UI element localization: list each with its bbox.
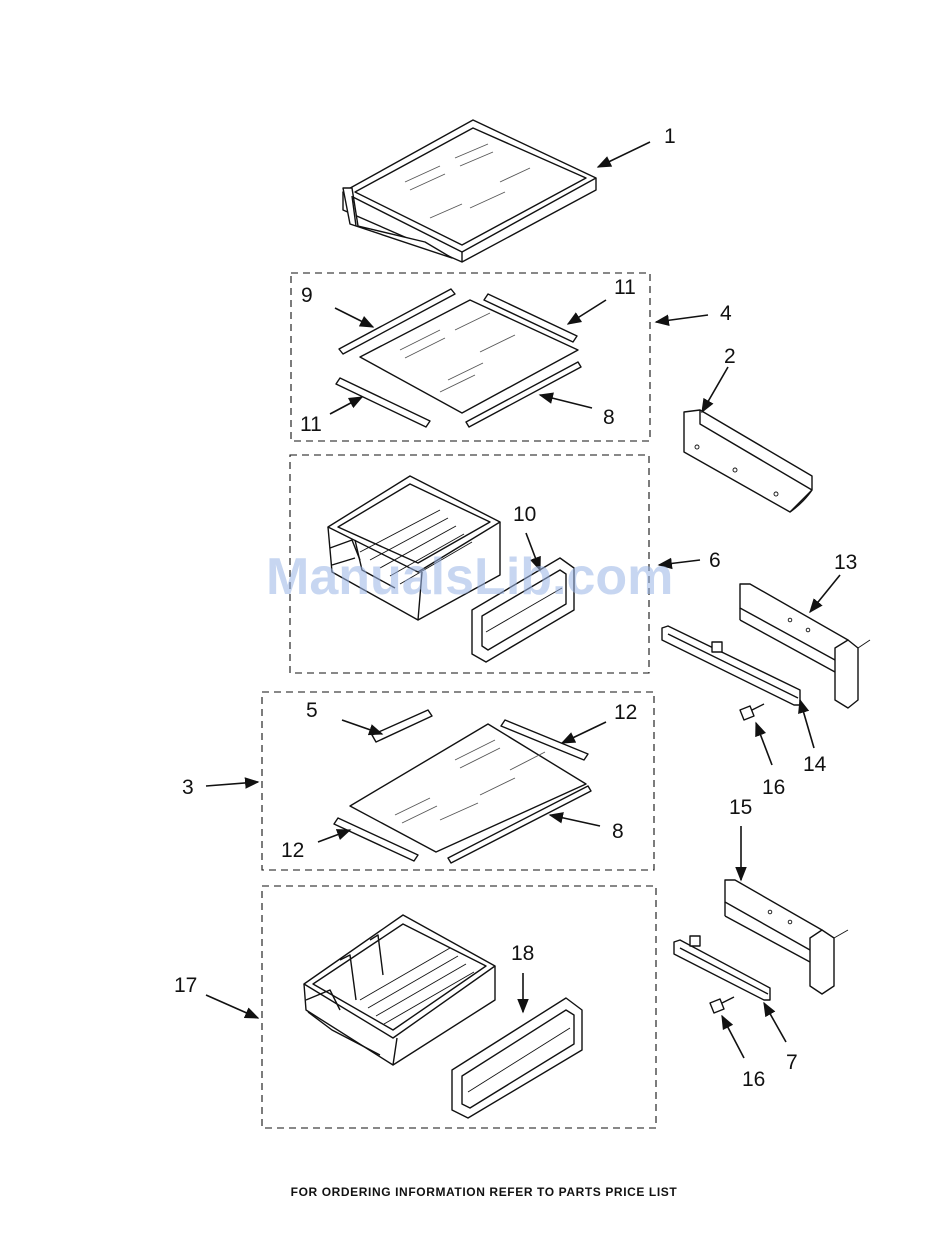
callout-15: 15 [729,796,752,819]
part-13-rail-cover [740,584,870,708]
callout-9: 9 [301,284,313,307]
part-14-slide-rail [662,626,800,705]
callout-3: 3 [182,776,194,799]
callout-10: 10 [513,503,536,526]
callout-4: 4 [720,302,732,325]
callout-16: 16 [762,776,785,799]
part-18-drawer-front [452,998,582,1118]
part-5-trim [372,710,432,742]
part-1-glass-shelf [343,120,596,262]
part-7-slide-rail [674,936,770,1000]
part-2-cover [684,410,812,512]
callout-2: 2 [724,345,736,368]
callout-5: 5 [306,699,318,722]
callout-12: 12 [614,701,637,724]
footer-note: FOR ORDERING INFORMATION REFER TO PARTS … [291,1185,678,1199]
callout-13: 13 [834,551,857,574]
callout-8: 8 [603,406,615,429]
callout-8: 8 [612,820,624,843]
callout-12: 12 [281,839,304,862]
part-17-drawer [304,915,495,1065]
callout-14: 14 [803,753,827,776]
callout-7: 7 [786,1051,798,1074]
callout-18: 18 [511,942,534,965]
callout-16: 16 [742,1068,765,1091]
part-16-screw-upper [740,704,764,720]
callout-11: 11 [300,413,322,436]
callout-11: 11 [614,276,636,299]
callout-1: 1 [664,125,676,148]
watermark: ManualsLib.com [266,548,673,606]
callout-17: 17 [174,974,197,997]
callout-6: 6 [709,549,721,572]
part-16-screw-lower [710,997,734,1013]
